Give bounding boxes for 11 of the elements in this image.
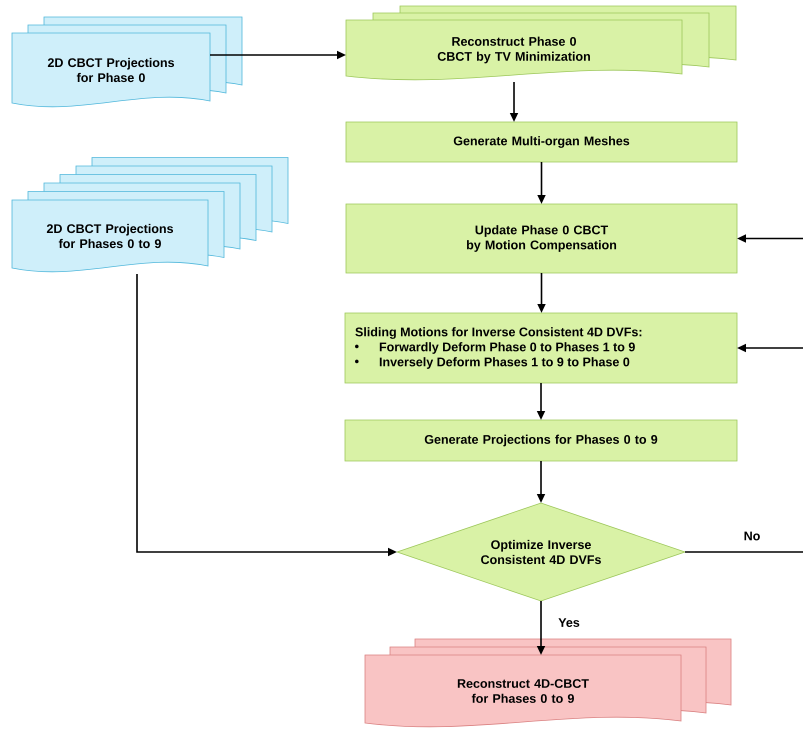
edge-label: No (744, 532, 760, 540)
document-stack: Reconstruct 4D-CBCT for Phases 0 to 9 (364, 638, 732, 728)
document-stack: 2D CBCT Projections for Phase 0 (12, 16, 242, 108)
process-box: Generate Multi-organ Meshes (346, 122, 738, 162)
document-stack: Reconstruct Phase 0 CBCT by TV Minimization (346, 6, 736, 80)
document-stack: 2D CBCT Projections for Phases 0 to 9 (12, 157, 288, 272)
node-label: for Phases 0 to 9 (58, 238, 161, 248)
process-box: Update Phase 0 CBCT by Motion Compensation (346, 204, 738, 274)
process-box: Sliding Motions for Inverse Consistent 4D DVFs: Forwardly Deform Phase 0 to Phases 1 to 9 Inversely Deform Phases 1 to 9 to Phase 0 (344, 312, 738, 384)
edge-label: Yes (558, 618, 580, 627)
process-box: Generate Projections for Phases 0 to 9 (344, 420, 738, 462)
